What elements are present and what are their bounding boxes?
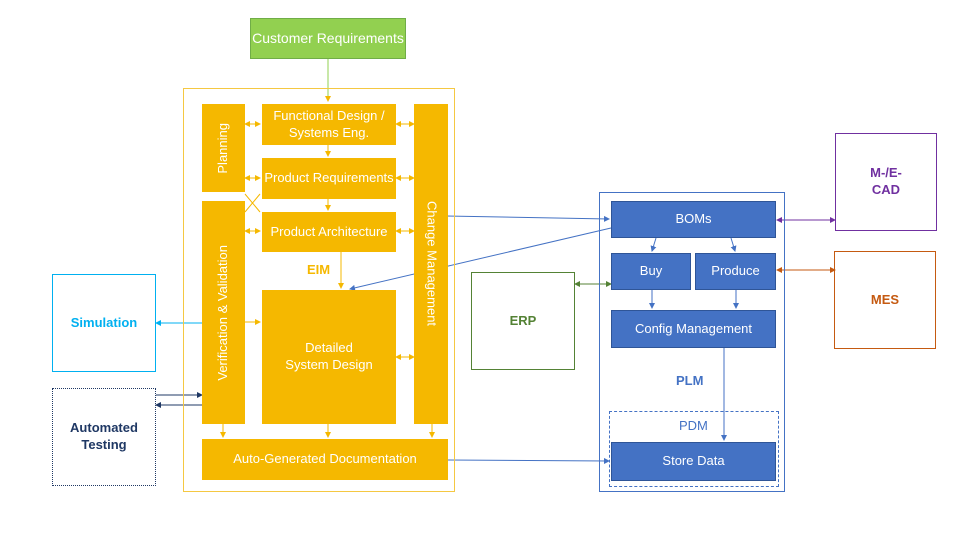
- buy-label: Buy: [639, 263, 663, 279]
- functional-design-label: Functional Design / Systems Eng.: [273, 107, 385, 140]
- product-architecture-box: Product Architecture: [262, 212, 396, 252]
- boms-label: BOMs: [675, 211, 712, 227]
- mecad-box: M-/E-CAD: [835, 133, 937, 231]
- pdm-label: PDM: [679, 418, 708, 433]
- eim-container: [183, 88, 455, 492]
- automated-testing-box: Automated Testing: [52, 388, 156, 486]
- customer-requirements-box: Customer Requirements: [250, 18, 406, 59]
- mes-label: MES: [870, 291, 900, 307]
- config-management-box: Config Management: [611, 310, 776, 348]
- erp-label: ERP: [509, 312, 537, 328]
- automated-testing-label: Automated Testing: [70, 420, 138, 452]
- verification-validation-label: Verification & Validation: [215, 244, 231, 381]
- detailed-system-design-label: Detailed System Design: [285, 340, 373, 372]
- buy-box: Buy: [611, 253, 691, 290]
- planning-label: Planning: [215, 122, 231, 174]
- change-management-label: Change Management: [424, 201, 440, 327]
- produce-label: Produce: [711, 263, 760, 279]
- simulation-label: Simulation: [70, 314, 138, 330]
- planning-box: Planning: [202, 104, 245, 192]
- produce-box: Produce: [695, 253, 776, 290]
- customer-requirements-label: Customer Requirements: [252, 30, 404, 47]
- plm-label: PLM: [676, 373, 704, 388]
- auto-generated-documentation-label: Auto-Generated Documentation: [233, 451, 417, 467]
- store-data-label: Store Data: [662, 453, 725, 469]
- auto-generated-documentation-box: Auto-Generated Documentation: [202, 439, 448, 480]
- store-data-box: Store Data: [611, 442, 776, 481]
- product-architecture-label: Product Architecture: [270, 223, 388, 239]
- detailed-system-design-box: Detailed System Design: [262, 290, 396, 424]
- eim-label: EIM: [307, 262, 331, 277]
- mecad-label: M-/E-CAD: [870, 165, 902, 197]
- plm-container: [599, 192, 785, 492]
- erp-box: ERP: [471, 272, 575, 370]
- product-requirements-label: Product Requirements: [264, 170, 394, 186]
- boms-box: BOMs: [611, 201, 776, 238]
- functional-design-box: Functional Design / Systems Eng.: [262, 104, 396, 145]
- change-management-box: Change Management: [414, 104, 448, 424]
- product-requirements-box: Product Requirements: [262, 158, 396, 199]
- verification-validation-box: Verification & Validation: [202, 201, 245, 424]
- mes-box: MES: [834, 251, 936, 349]
- pdm-container: [609, 411, 779, 487]
- config-management-label: Config Management: [634, 320, 753, 336]
- simulation-box: Simulation: [52, 274, 156, 372]
